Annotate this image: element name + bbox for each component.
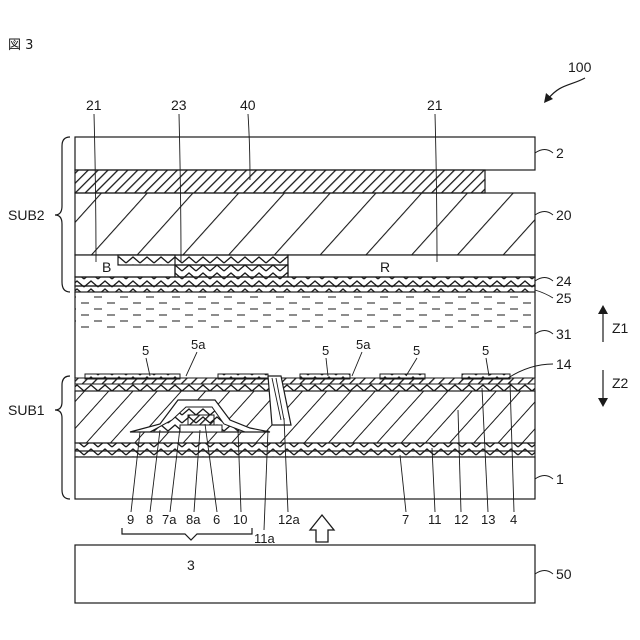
label-10: 10 [233, 512, 247, 527]
label-23: 23 [171, 97, 187, 113]
label-5-1: 5 [142, 343, 149, 358]
label-6: 6 [213, 512, 220, 527]
label-5-3: 5 [413, 343, 420, 358]
label-5a-1: 5a [191, 337, 206, 352]
label-21-left: 21 [86, 97, 102, 113]
liquid-crystal-31 [75, 292, 535, 332]
label-8: 8 [146, 512, 153, 527]
color-filter-23 [118, 255, 288, 265]
leader-5a-2 [352, 352, 362, 376]
label-5a-2: 5a [356, 337, 371, 352]
label-21-right: 21 [427, 97, 443, 113]
leader-5-4 [486, 358, 489, 376]
overcoat-20 [75, 193, 535, 255]
label-2: 2 [556, 145, 564, 161]
label-50: 50 [556, 566, 572, 582]
layer-24 [75, 277, 535, 286]
label-7: 7 [402, 512, 409, 527]
label-11: 11 [428, 512, 442, 527]
figure-title: 図 3 [8, 38, 33, 53]
electrode-5-d [380, 374, 425, 379]
sub1-label: SUB1 [8, 402, 45, 418]
leader-20 [535, 212, 553, 216]
z1-label: Z1 [612, 320, 629, 336]
label-31: 31 [556, 326, 572, 342]
label-20: 20 [556, 207, 572, 223]
leader-25 [535, 290, 553, 298]
layer-7 [75, 451, 535, 457]
z1-arrowhead [598, 305, 608, 314]
label-8a: 8a [186, 512, 201, 527]
device-label: 100 [568, 59, 592, 75]
insulator-11 [75, 443, 535, 451]
label-13: 13 [481, 512, 495, 527]
glass-plate-1 [75, 457, 535, 499]
label-9: 9 [127, 512, 134, 527]
sub2-label: SUB2 [8, 207, 45, 223]
leader-5-1 [146, 358, 150, 376]
leader-2 [535, 150, 553, 154]
label-12a: 12a [278, 512, 300, 527]
label-4: 4 [510, 512, 517, 527]
leader-31 [535, 331, 553, 335]
label-7a: 7a [162, 512, 177, 527]
label-11a: 11a [254, 531, 275, 546]
backlight-50 [75, 545, 535, 603]
label-5-4: 5 [482, 343, 489, 358]
label-25: 25 [556, 290, 572, 306]
light-shield-40 [75, 170, 485, 193]
label-3: 3 [187, 557, 195, 573]
z2-label: Z2 [612, 375, 629, 391]
leader-5-3 [406, 358, 417, 376]
planarization-12 [75, 391, 535, 443]
electrode-5-e [462, 374, 510, 379]
leader-5-2 [326, 358, 328, 376]
electrode-5-a [85, 374, 180, 379]
layer-25 [75, 286, 535, 292]
electrode-5-b [218, 374, 268, 379]
label-1: 1 [556, 471, 564, 487]
sub2-brace [55, 137, 70, 292]
leader-50 [535, 571, 553, 575]
label-24: 24 [556, 273, 572, 289]
label-14: 14 [556, 356, 572, 372]
filter-letter-r: R [380, 259, 390, 275]
label-12: 12 [454, 512, 468, 527]
light-arrow [310, 515, 334, 542]
label-40: 40 [240, 97, 256, 113]
leader-14 [508, 364, 553, 378]
sub1-brace [55, 376, 70, 499]
leader-5a-1 [186, 352, 197, 376]
device-arrow [548, 78, 585, 99]
tft-layer-8a [180, 425, 222, 432]
tft-gate-6 [188, 415, 214, 425]
filter-letter-b: B [102, 259, 111, 275]
tft-group-brace [122, 528, 252, 540]
leader-1 [535, 476, 553, 480]
leader-24 [535, 278, 553, 282]
color-filter-red [288, 255, 535, 277]
z2-arrowhead [598, 398, 608, 407]
color-filter-mid [175, 265, 288, 277]
layer-13 [75, 384, 535, 391]
electrode-5-c [300, 374, 350, 379]
label-5-2: 5 [322, 343, 329, 358]
glass-plate-2 [75, 137, 535, 170]
